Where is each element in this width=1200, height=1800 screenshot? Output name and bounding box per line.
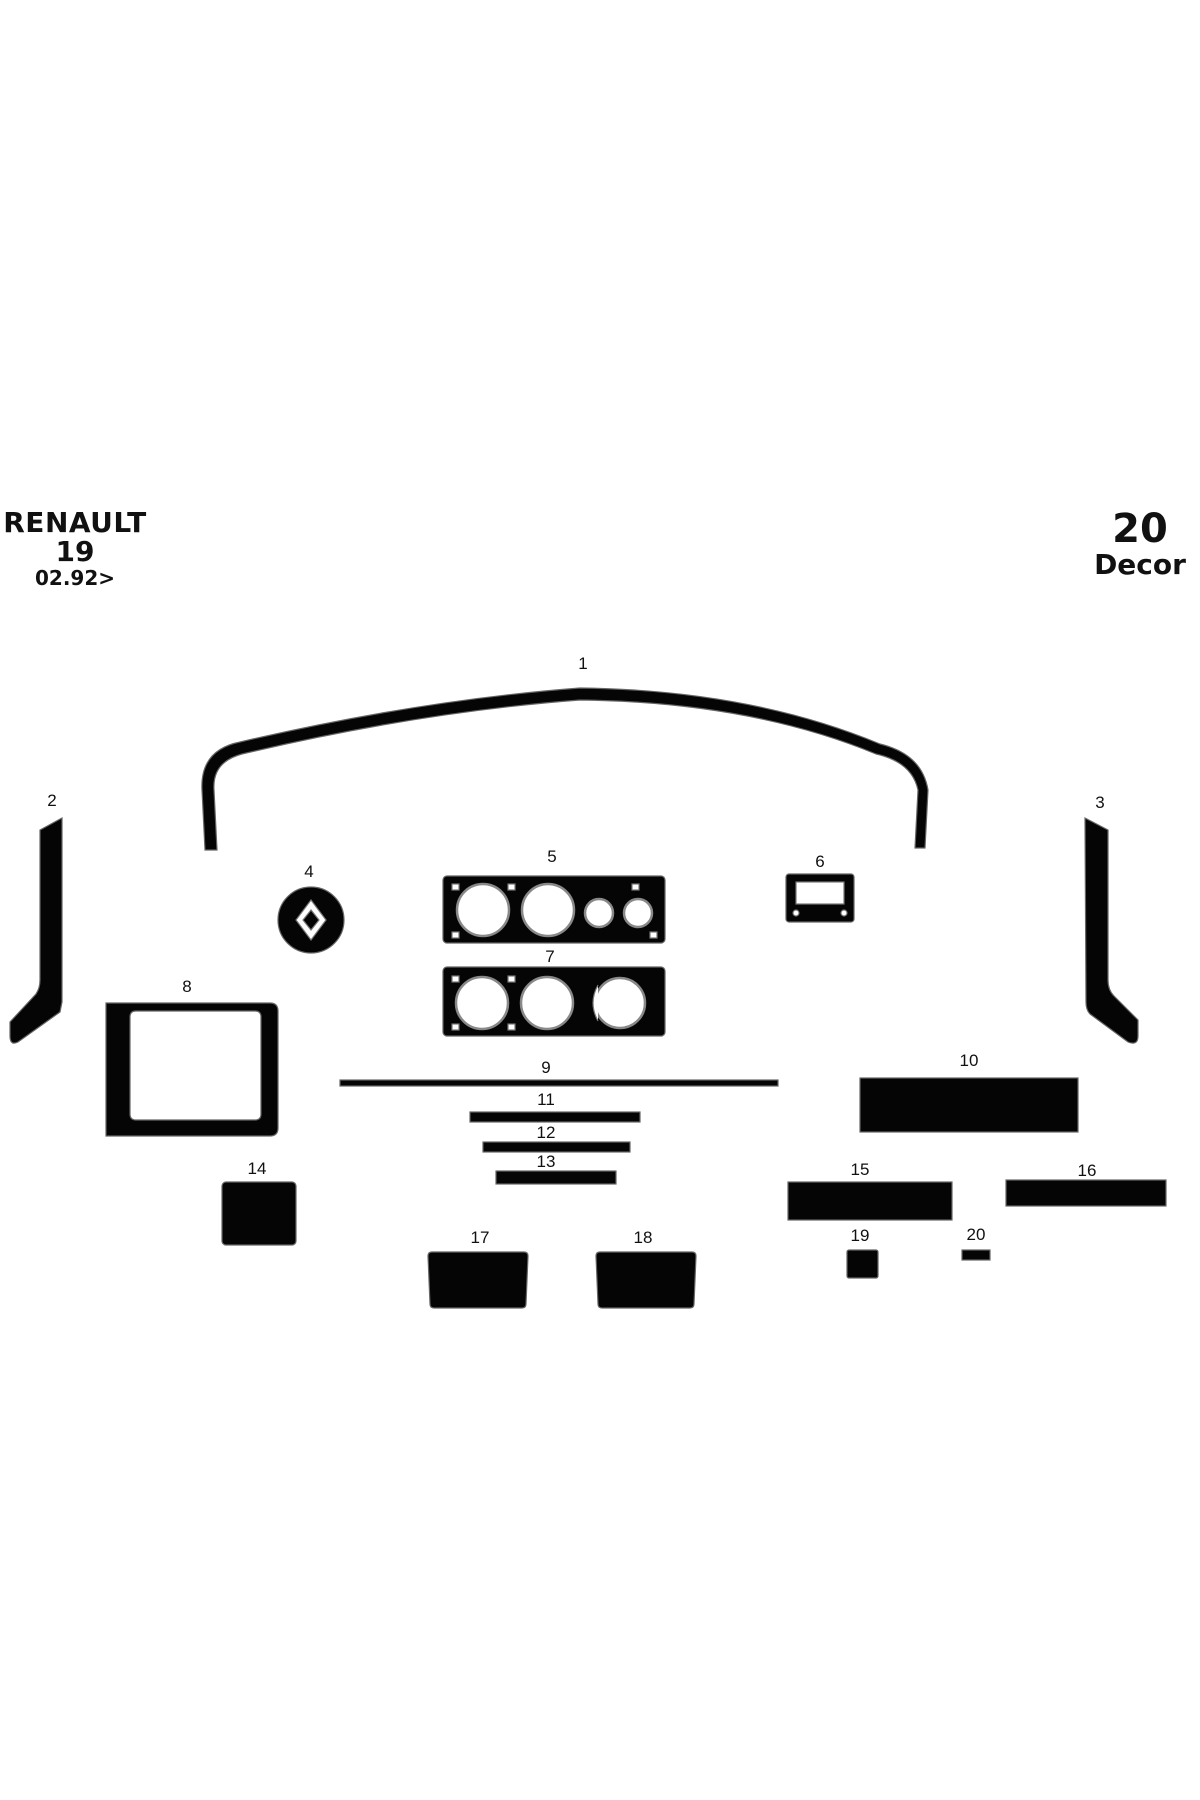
part-7-label: 7 bbox=[545, 947, 554, 966]
vehicle-model: 19 bbox=[55, 535, 95, 568]
part-15-label: 15 bbox=[851, 1160, 870, 1179]
part-2: 2 bbox=[9, 791, 63, 1044]
small-square bbox=[846, 1249, 879, 1279]
part-7: 7 bbox=[442, 947, 666, 1037]
vent-panel-left bbox=[427, 1251, 529, 1309]
mount-hole bbox=[451, 931, 460, 939]
part-20-label: 20 bbox=[967, 1225, 986, 1244]
gauge-ring bbox=[520, 882, 576, 938]
mount-hole bbox=[631, 883, 640, 891]
kit-info: 20 Decor bbox=[1080, 508, 1200, 580]
tiny-strip bbox=[961, 1249, 991, 1261]
vent-panel-right bbox=[595, 1251, 697, 1309]
dashboard-top-trim bbox=[201, 687, 929, 851]
long-strip bbox=[339, 1079, 779, 1087]
mount-hole bbox=[649, 931, 658, 939]
switch-cutout bbox=[795, 881, 845, 905]
part-13-label: 13 bbox=[537, 1152, 556, 1171]
part-9-label: 9 bbox=[541, 1058, 550, 1077]
mount-hole bbox=[451, 1023, 460, 1031]
part-6-label: 6 bbox=[815, 852, 824, 871]
part-2-label: 2 bbox=[47, 791, 56, 810]
part-18: 18 bbox=[595, 1228, 697, 1309]
vehicle-date: 02.92> bbox=[34, 566, 116, 590]
gauge-ring bbox=[622, 897, 654, 929]
part-11-label: 11 bbox=[537, 1090, 555, 1109]
mount-hole bbox=[451, 883, 460, 891]
strip-13 bbox=[495, 1170, 617, 1185]
mount-hole bbox=[507, 883, 516, 891]
part-14: 14 bbox=[221, 1159, 297, 1246]
part-5-label: 5 bbox=[547, 847, 556, 866]
mount-hole bbox=[507, 1023, 516, 1031]
mount-hole bbox=[840, 909, 848, 917]
part-11: 11 bbox=[469, 1090, 641, 1123]
gauge-ring bbox=[519, 975, 575, 1031]
kit-type: Decor bbox=[1094, 548, 1186, 581]
logo-plate bbox=[277, 886, 345, 954]
square-panel bbox=[221, 1181, 297, 1246]
gauge-arc bbox=[592, 984, 599, 1022]
vehicle-title: RENAULT 19 02.92> bbox=[0, 506, 150, 591]
part-3-label: 3 bbox=[1095, 793, 1104, 812]
part-5: 5 bbox=[442, 847, 666, 944]
part-8: 8 bbox=[105, 977, 279, 1137]
part-16: 16 bbox=[1005, 1161, 1167, 1207]
gauge-ring bbox=[593, 976, 647, 1030]
panel-15 bbox=[787, 1181, 953, 1221]
part-19: 19 bbox=[846, 1226, 879, 1279]
part-17: 17 bbox=[427, 1228, 529, 1309]
part-4-label: 4 bbox=[304, 862, 313, 881]
part-1: 1 bbox=[201, 654, 929, 851]
part-3: 3 bbox=[1084, 793, 1139, 1044]
radio-frame bbox=[105, 1002, 279, 1137]
part-20: 20 bbox=[961, 1225, 991, 1261]
part-14-label: 14 bbox=[248, 1159, 267, 1178]
wide-panel bbox=[859, 1077, 1079, 1133]
gauge-ring bbox=[583, 897, 615, 929]
vehicle-make: RENAULT bbox=[3, 506, 147, 539]
strip-12 bbox=[482, 1141, 631, 1153]
part-12: 12 bbox=[482, 1123, 631, 1153]
part-10: 10 bbox=[859, 1051, 1079, 1133]
gauge-ring bbox=[455, 882, 511, 938]
part-8-label: 8 bbox=[182, 977, 191, 996]
mount-hole bbox=[507, 975, 516, 983]
part-4: 4 bbox=[277, 862, 345, 954]
left-side-trim bbox=[9, 816, 63, 1044]
gauge-ring bbox=[454, 975, 510, 1031]
part-9: 9 bbox=[339, 1058, 779, 1087]
diamond-logo-icon bbox=[295, 899, 327, 941]
part-19-label: 19 bbox=[851, 1226, 870, 1245]
part-10-label: 10 bbox=[960, 1051, 979, 1070]
part-12-label: 12 bbox=[537, 1123, 556, 1142]
part-18-label: 18 bbox=[634, 1228, 653, 1247]
part-15: 15 bbox=[787, 1160, 953, 1221]
part-13: 13 bbox=[495, 1152, 617, 1185]
mount-hole bbox=[451, 975, 460, 983]
part-1-label: 1 bbox=[578, 654, 587, 673]
mount-hole bbox=[792, 909, 800, 917]
part-count: 20 bbox=[1112, 506, 1168, 552]
right-side-trim bbox=[1084, 817, 1139, 1044]
strip-11 bbox=[469, 1111, 641, 1123]
part-17-label: 17 bbox=[471, 1228, 490, 1247]
part-16-label: 16 bbox=[1078, 1161, 1097, 1180]
part-6: 6 bbox=[785, 852, 855, 923]
panel-16 bbox=[1005, 1179, 1167, 1207]
